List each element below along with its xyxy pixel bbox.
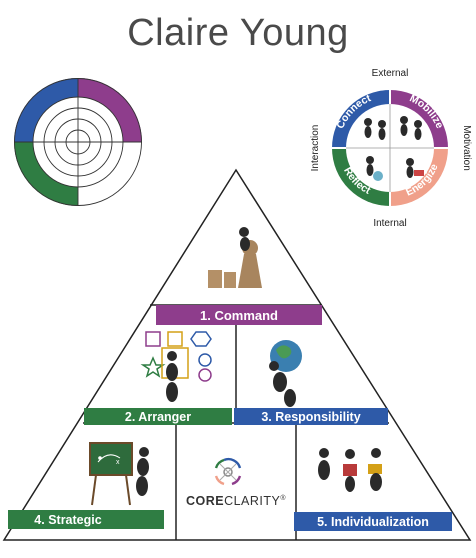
- svg-text:x: x: [116, 459, 120, 466]
- pyramid-outline: [2, 168, 472, 541]
- strength-label-3: 3. Responsibility: [261, 410, 360, 424]
- individualization-illustration: [318, 448, 382, 492]
- strengths-pyramid: 1. Command 2. Arranger 3. Responsibility…: [2, 168, 472, 541]
- strength-bar-5: [294, 512, 452, 531]
- arranger-illustration: [140, 331, 212, 402]
- strength-label-5: 5. Individualization: [317, 515, 429, 529]
- ant-figures: [364, 116, 422, 178]
- page-title: Claire Young: [127, 12, 349, 54]
- strength-label-2: 2. Arranger: [125, 410, 191, 424]
- strategic-illustration: x: [89, 442, 149, 506]
- responsibility-illustration: [269, 340, 302, 407]
- profile-target-chart: [14, 78, 142, 206]
- coreclarity-logo-icon: [214, 458, 242, 486]
- strength-bar-1: [156, 305, 322, 325]
- strength-label-4: 4. Strategic: [34, 513, 101, 527]
- coreclarity-wordmark: CORECLARITY®: [186, 494, 286, 508]
- axis-label-left: Interaction: [310, 125, 321, 172]
- axis-label-top: External: [372, 68, 409, 79]
- strength-bar-4: [8, 510, 164, 529]
- motivation-compass: Connect Mobilize Reflect Energize Extern…: [310, 68, 472, 229]
- strength-bar-3: [234, 408, 388, 425]
- axis-label-bottom: Internal: [373, 218, 406, 229]
- strength-label-1: 1. Command: [200, 308, 278, 323]
- strength-bar-2: [84, 408, 232, 425]
- axis-label-right: Motivation: [461, 125, 472, 171]
- command-illustration: [208, 227, 262, 288]
